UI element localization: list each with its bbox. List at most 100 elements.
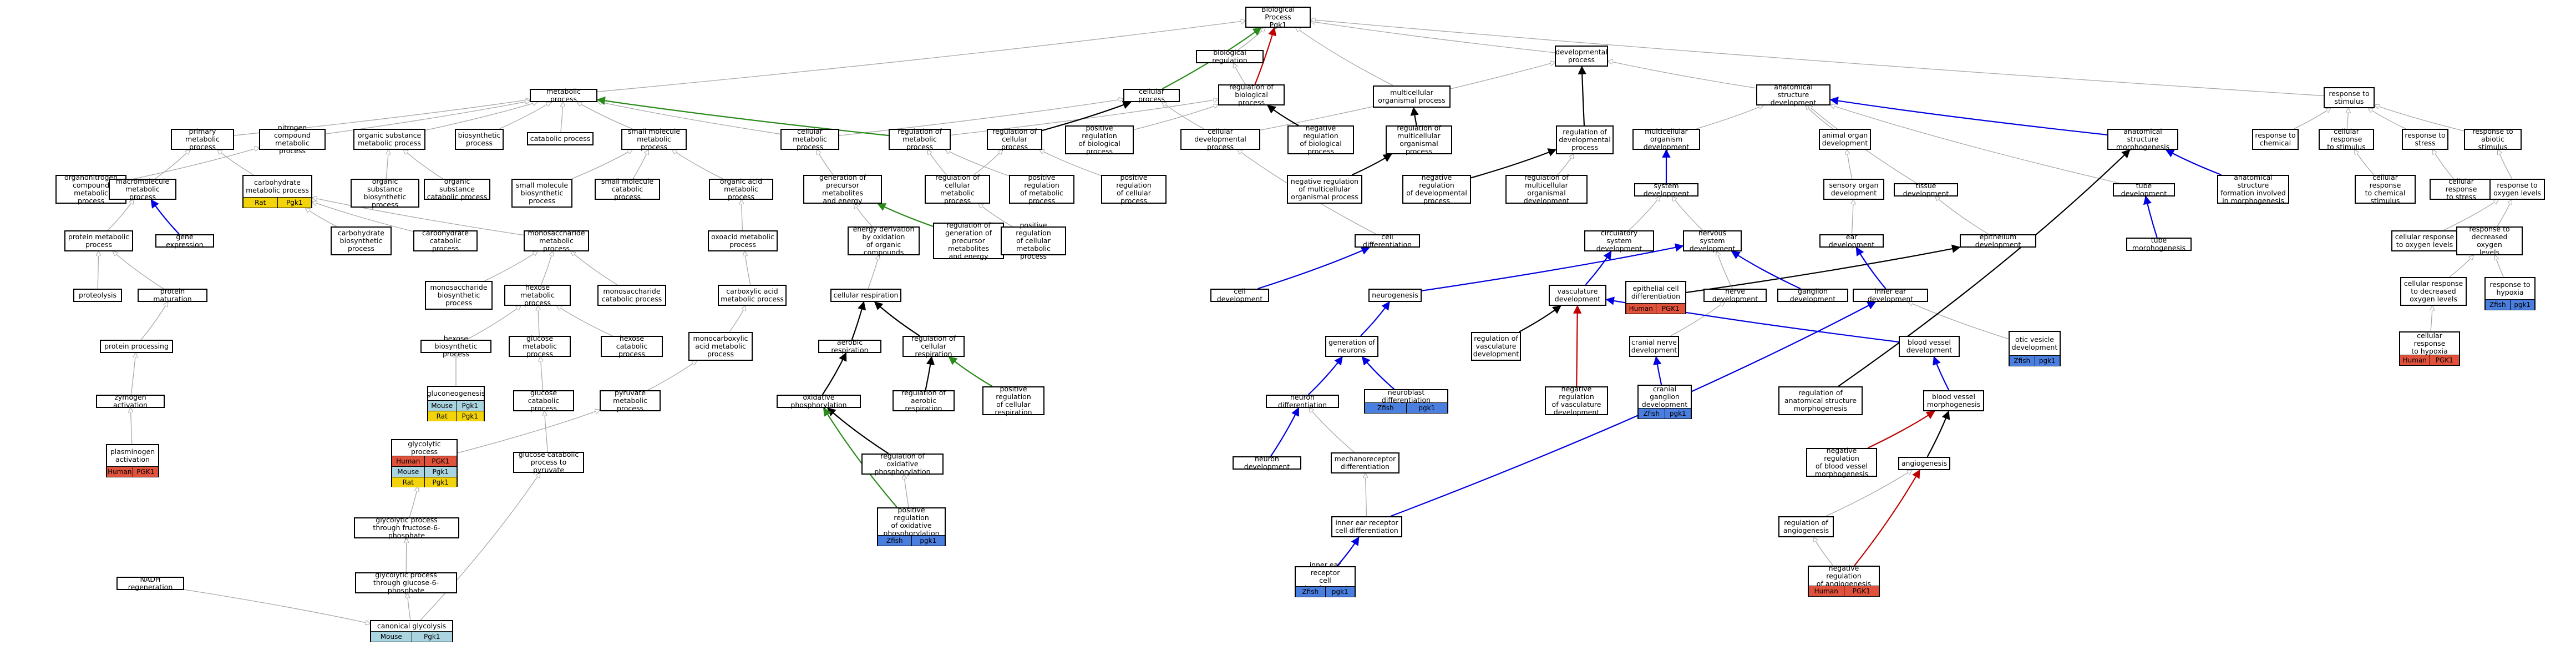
- go-term-positive-regulation-of-metabolic-process[interactable]: positive regulation of metabolic process: [1009, 174, 1074, 205]
- go-term-regulation-of-multicellular-organismal-process[interactable]: regulation of multicellular organismal p…: [1386, 124, 1452, 155]
- go-term-positive-regulation-of-biological-process[interactable]: positive regulation of biological proces…: [1065, 124, 1134, 155]
- go-term-tube-development[interactable]: tube development: [2113, 182, 2175, 198]
- go-term-negative-regulation-of-blood-vessel-morphogenesis[interactable]: negative regulation of blood vessel morp…: [1806, 447, 1877, 478]
- go-term-nitrogen-compound-metabolic-process[interactable]: nitrogen compound metabolic process: [259, 124, 326, 155]
- go-term-anatomical-structure-development[interactable]: anatomical structure development: [1756, 83, 1830, 107]
- go-term-cranial-nerve-development[interactable]: cranial nerve development: [1629, 336, 1679, 357]
- go-term-cellular-process[interactable]: cellular process: [1123, 88, 1180, 103]
- go-term-monosaccharide-metabolic-process[interactable]: monosaccharide metabolic process: [524, 229, 589, 253]
- go-term-primary-metabolic-process[interactable]: primary metabolic process: [171, 128, 234, 151]
- go-term-epithelium-development[interactable]: epithelium development: [1960, 233, 2036, 249]
- go-term-regulation-of-aerobic-respiration[interactable]: regulation of aerobic respiration: [893, 389, 955, 412]
- go-term-nerve-development[interactable]: nerve development: [1703, 288, 1767, 303]
- go-term-energy-derivation-by-oxidation-of-organic-compounds[interactable]: energy derivation by oxidation of organi…: [848, 225, 920, 256]
- go-term-ear-development[interactable]: ear development: [1819, 233, 1884, 249]
- go-term-regulation-of-cellular-metabolic-process[interactable]: regulation of cellular metabolic process: [925, 174, 990, 205]
- go-term-glucose-metabolic-process[interactable]: glucose metabolic process: [509, 335, 571, 358]
- go-term-inner-ear-receptor-cell-differentiation[interactable]: inner ear receptor cell differentiation: [1331, 516, 1402, 537]
- go-term-animal-organ-development[interactable]: animal organ development: [1819, 129, 1871, 150]
- go-term-glucose-catabolic-process[interactable]: glucose catabolic process: [513, 389, 574, 412]
- go-term-regulation-of-biological-process[interactable]: regulation of biological process: [1218, 83, 1285, 107]
- go-term-inner-ear-development[interactable]: inner ear development: [1853, 288, 1928, 303]
- go-term-positive-regulation-of-cellular-respiration[interactable]: positive regulation of cellular respirat…: [982, 385, 1044, 416]
- go-term-biological-regulation[interactable]: biological regulation: [1196, 49, 1264, 64]
- go-term-anatomical-structure-formation-involved-in-morphogenesis[interactable]: anatomical structure formation involved …: [2217, 174, 2289, 205]
- go-term-negative-regulation-of-multicellular-organismal-process[interactable]: negative regulation of multicellular org…: [1287, 175, 1362, 204]
- go-term-regulation-of-anatomical-structure-morphogenesis[interactable]: regulation of anatomical structure morph…: [1778, 386, 1863, 415]
- go-term-monocarboxylic-acid-metabolic-process[interactable]: monocarboxylic acid metabolic process: [688, 332, 753, 361]
- go-term-proteolysis[interactable]: proteolysis: [73, 289, 122, 302]
- go-term-monosaccharide-biosynthetic-process[interactable]: monosaccharide biosynthetic process: [425, 281, 493, 310]
- go-term-glycolytic-process-through-fructose-6-phosphate[interactable]: glycolytic process through fructose-6-ph…: [354, 516, 459, 540]
- go-term-response-to-chemical[interactable]: response to chemical: [2252, 129, 2299, 150]
- go-term-cellular-response-to-decreased-oxygen-levels[interactable]: cellular response to decreased oxygen le…: [2400, 277, 2467, 306]
- go-term-sensory-organ-development[interactable]: sensory organ development: [1823, 179, 1884, 200]
- go-term-anatomical-structure-morphogenesis[interactable]: anatomical structure morphogenesis: [2107, 128, 2178, 151]
- go-term-neuron-development[interactable]: neuron development: [1233, 455, 1301, 471]
- go-term-catabolic-process[interactable]: catabolic process: [527, 132, 594, 145]
- go-term-small-molecule-biosynthetic-process[interactable]: small molecule biosynthetic process: [511, 179, 572, 208]
- go-term-cellular-response-to-oxygen-levels[interactable]: cellular response to oxygen levels: [2391, 230, 2458, 251]
- go-term-tissue-development[interactable]: tissue development: [1894, 182, 1958, 198]
- go-term-multicellular-organismal-process[interactable]: multicellular organismal process: [1373, 85, 1451, 108]
- go-term-organic-substance-catabolic-process[interactable]: organic substance catabolic process: [424, 178, 490, 201]
- go-term-carboxylic-acid-metabolic-process[interactable]: carboxylic acid metabolic process: [718, 285, 787, 306]
- go-term-cellular-respiration[interactable]: cellular respiration: [830, 289, 901, 302]
- go-term-macromolecule-metabolic-process[interactable]: macromolecule metabolic process: [109, 178, 176, 201]
- go-term-blood-vessel-development[interactable]: blood vessel development: [1899, 336, 1960, 357]
- go-term-angiogenesis[interactable]: angiogenesis: [1898, 457, 1950, 470]
- go-term-tube-morphogenesis[interactable]: tube morphogenesis: [2126, 236, 2192, 252]
- go-term-generation-of-precursor-metabolites-and-energy[interactable]: generation of precursor metabolites and …: [803, 174, 882, 205]
- go-term-organic-substance-metabolic-process[interactable]: organic substance metabolic process: [353, 129, 425, 150]
- go-term-protein-processing[interactable]: protein processing: [100, 340, 173, 353]
- go-term-neurogenesis[interactable]: neurogenesis: [1368, 289, 1422, 302]
- go-term-response-to-oxygen-levels[interactable]: response to oxygen levels: [2489, 179, 2545, 200]
- go-term-positive-regulation-of-cellular-metabolic-process[interactable]: positive regulation of cellular metaboli…: [1001, 221, 1066, 260]
- go-term-negative-regulation-of-developmental-process[interactable]: negative regulation of developmental pro…: [1402, 174, 1471, 205]
- go-term-regulation-of-metabolic-process[interactable]: regulation of metabolic process: [889, 128, 951, 151]
- go-term-cellular-response-to-chemical-stimulus[interactable]: cellular response to chemical stimulus: [2355, 174, 2416, 205]
- go-term-negative-regulation-of-vasculature-development[interactable]: negative regulation of vasculature devel…: [1545, 385, 1608, 416]
- go-term-positive-regulation-of-cellular-process[interactable]: positive regulation of cellular process: [1101, 174, 1167, 205]
- go-term-response-to-stress[interactable]: response to stress: [2402, 129, 2448, 150]
- go-term-regulation-of-generation-of-precursor-metabolites-and-energy[interactable]: regulation of generation of precursor me…: [933, 221, 1004, 260]
- go-term-glucose-catabolic-process-to-pyruvate[interactable]: glucose catabolic process to pyruvate: [513, 451, 584, 474]
- go-term-organic-acid-metabolic-process[interactable]: organic acid metabolic process: [709, 178, 773, 201]
- go-term-zymogen-activation[interactable]: zymogen activation: [96, 394, 165, 409]
- go-term-multicellular-organism-development[interactable]: multicellular organism development: [1632, 128, 1700, 151]
- go-term-gene-expression[interactable]: gene expression: [155, 233, 214, 249]
- go-term-mechanoreceptor-differentiation[interactable]: mechanoreceptor differentiation: [1331, 452, 1399, 473]
- go-term-regulation-of-cellular-respiration[interactable]: regulation of cellular respiration: [902, 335, 965, 358]
- go-term-carbohydrate-catabolic-process[interactable]: carbohydrate catabolic process: [413, 229, 478, 253]
- go-term-regulation-of-cellular-process[interactable]: regulation of cellular process: [987, 128, 1042, 151]
- go-term-regulation-of-vasculature-development[interactable]: regulation of vasculature development: [1471, 332, 1521, 361]
- go-term-nadh-regeneration[interactable]: NADH regeneration: [116, 576, 184, 591]
- go-term-regulation-of-developmental-process[interactable]: regulation of developmental process: [1556, 125, 1614, 154]
- go-term-ganglion-development[interactable]: ganglion development: [1777, 288, 1848, 303]
- go-term-negative-regulation-of-biological-process[interactable]: negative regulation of biological proces…: [1287, 124, 1354, 155]
- go-term-pyruvate-metabolic-process[interactable]: pyruvate metabolic process: [600, 389, 661, 412]
- go-term-carbohydrate-biosynthetic-process[interactable]: carbohydrate biosynthetic process: [331, 226, 392, 255]
- go-term-cellular-metabolic-process[interactable]: cellular metabolic process: [780, 128, 839, 151]
- go-term-system-development[interactable]: system development: [1634, 182, 1698, 198]
- go-term-oxoacid-metabolic-process[interactable]: oxoacid metabolic process: [708, 230, 778, 251]
- go-term-developmental-process[interactable]: developmental process: [1555, 46, 1608, 67]
- go-term-regulation-of-multicellular-organismal-development[interactable]: regulation of multicellular organismal d…: [1505, 174, 1588, 205]
- go-term-hexose-biosynthetic-process[interactable]: hexose biosynthetic process: [420, 335, 491, 358]
- go-term-cellular-developmental-process[interactable]: cellular developmental process: [1180, 128, 1260, 151]
- go-term-protein-metabolic-process[interactable]: protein metabolic process: [64, 230, 133, 251]
- go-term-inner-ear-receptor-cell-development[interactable]: inner ear receptor cell developmentZfish…: [1295, 561, 1356, 597]
- go-term-hexose-metabolic-process[interactable]: hexose metabolic process: [504, 284, 571, 307]
- go-term-neuron-differentiation[interactable]: neuron differentiation: [1266, 394, 1339, 409]
- go-term-response-to-decreased-oxygen-levels[interactable]: response to decreased oxygen levels: [2456, 225, 2523, 256]
- go-term-generation-of-neurons[interactable]: generation of neurons: [1325, 336, 1378, 357]
- go-term-metabolic-process[interactable]: metabolic process: [530, 88, 597, 103]
